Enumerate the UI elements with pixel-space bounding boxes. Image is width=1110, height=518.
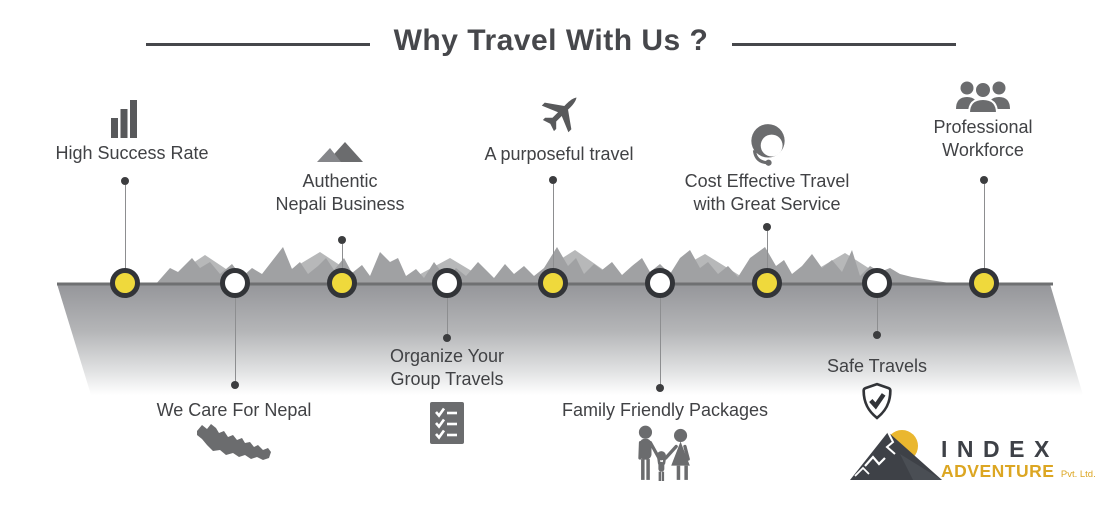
connector-line bbox=[341, 244, 343, 269]
family-icon bbox=[638, 425, 690, 481]
feature-label: We Care For Nepal bbox=[156, 400, 312, 420]
connector-dot bbox=[231, 381, 239, 389]
feature-label: Organize Your Group Travels bbox=[389, 346, 505, 389]
connector-line bbox=[659, 298, 661, 385]
connector-dot bbox=[338, 236, 346, 244]
title-rule-left bbox=[146, 43, 370, 46]
timeline-node-safe-travels bbox=[862, 268, 892, 298]
page-title: Why Travel With Us ? bbox=[393, 24, 709, 57]
feature-label: Safe Travels bbox=[826, 356, 928, 376]
checklist-icon bbox=[430, 402, 464, 444]
connector-dot bbox=[549, 176, 557, 184]
feature-label: Family Friendly Packages bbox=[561, 400, 769, 420]
logo-suffix: Pvt. Ltd. bbox=[1060, 469, 1096, 480]
connector-line bbox=[124, 185, 126, 269]
connector-dot bbox=[443, 334, 451, 342]
page-title-wrap: Why Travel With Us ? bbox=[0, 24, 1102, 58]
airplane-icon bbox=[541, 97, 577, 133]
index-adventure-logo-icon bbox=[850, 430, 942, 480]
timeline-node-professional-workforce bbox=[969, 268, 999, 298]
bar-chart-icon bbox=[111, 100, 137, 138]
connector-dot bbox=[656, 384, 664, 392]
connector-line bbox=[983, 184, 985, 269]
connector-line bbox=[234, 298, 236, 382]
connector-line bbox=[766, 231, 768, 269]
logo-name-index: INDEX bbox=[941, 436, 1059, 462]
timeline-node-organize-group-travels bbox=[432, 268, 462, 298]
title-rule-right bbox=[732, 43, 956, 46]
timeline-node-authentic-nepali-business bbox=[327, 268, 357, 298]
feature-label: Cost Effective Travel with Great Service bbox=[684, 171, 850, 214]
logo-name-adventure: ADVENTURE bbox=[941, 461, 1055, 481]
logo-name-row: ADVENTURE Pvt. Ltd. bbox=[941, 461, 1096, 482]
connector-line bbox=[552, 184, 554, 269]
timeline-node-a-purposeful-travel bbox=[538, 268, 568, 298]
feature-label: A purposeful travel bbox=[484, 144, 634, 164]
shield-check-icon bbox=[862, 382, 892, 420]
connector-dot bbox=[873, 331, 881, 339]
mountains-icon bbox=[317, 142, 363, 162]
people-icon bbox=[956, 81, 1010, 114]
connector-line bbox=[876, 298, 878, 332]
timeline-node-cost-effective-travel bbox=[752, 268, 782, 298]
connector-line bbox=[446, 298, 448, 335]
feature-label: Professional Workforce bbox=[933, 117, 1033, 160]
connector-dot bbox=[980, 176, 988, 184]
timeline-node-high-success-rate bbox=[110, 268, 140, 298]
road-band bbox=[57, 284, 1083, 395]
timeline-node-family-friendly-packages bbox=[645, 268, 675, 298]
connector-dot bbox=[121, 177, 129, 185]
connector-dot bbox=[763, 223, 771, 231]
headset-icon bbox=[751, 124, 785, 166]
timeline-node-we-care-for-nepal bbox=[220, 268, 250, 298]
feature-label: Authentic Nepali Business bbox=[275, 171, 405, 214]
nepal-map-icon bbox=[197, 424, 271, 460]
feature-label: High Success Rate bbox=[55, 143, 209, 163]
